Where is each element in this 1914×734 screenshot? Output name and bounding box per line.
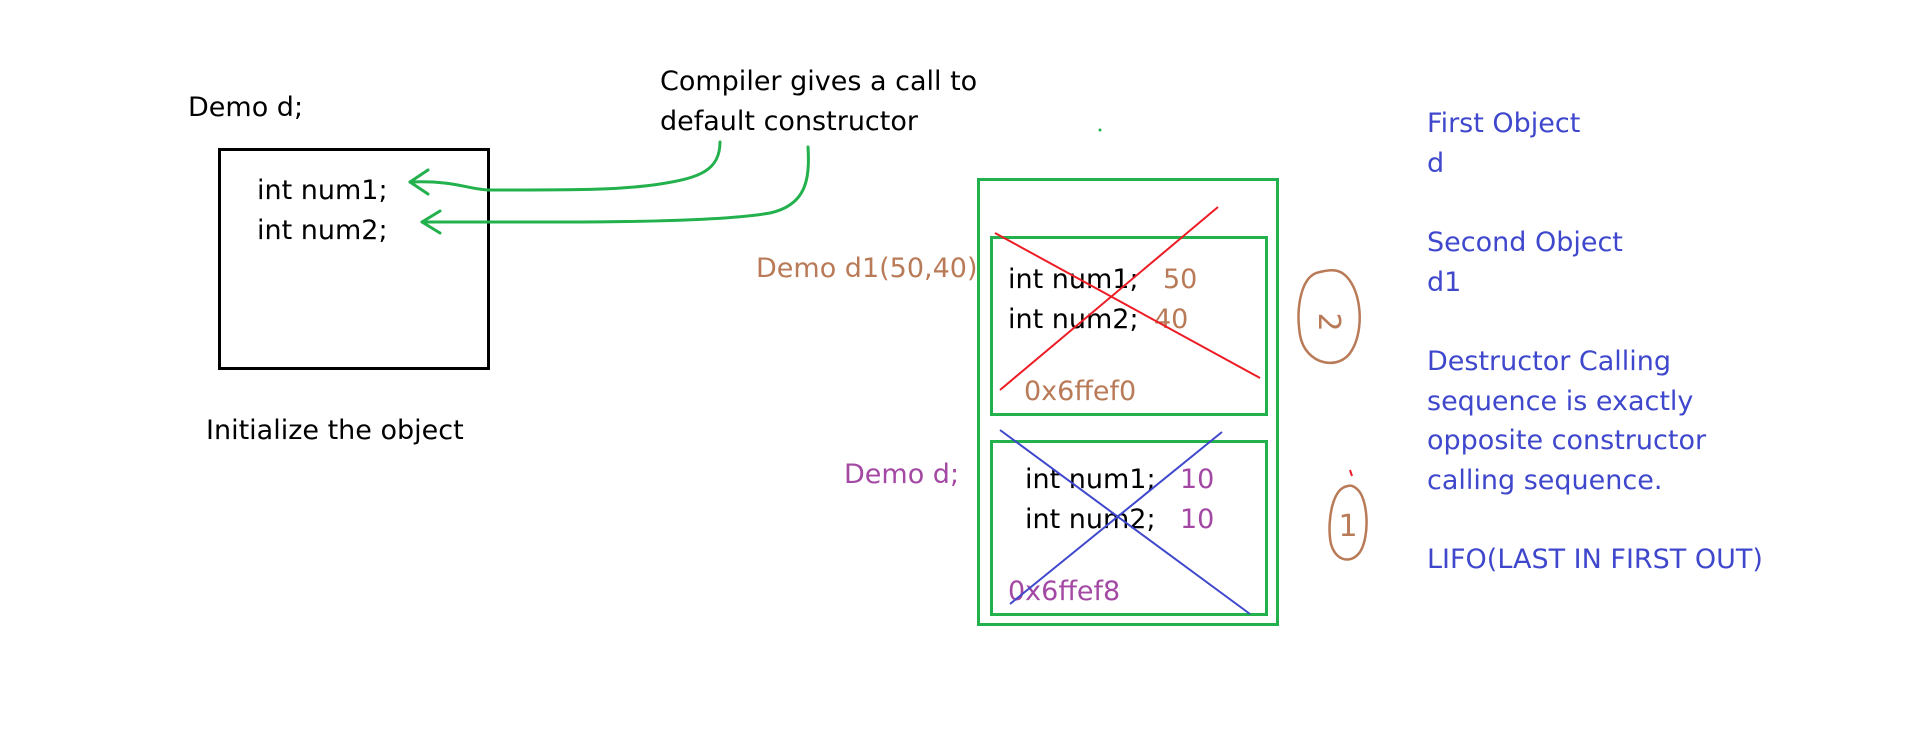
note-second-object-name: d1 bbox=[1427, 267, 1462, 298]
object-d1-field-num1: int num1; bbox=[1008, 264, 1139, 295]
left-object-box bbox=[218, 148, 490, 370]
order-mark-2-label: 2 bbox=[1311, 312, 1346, 331]
note-first-object-name: d bbox=[1427, 148, 1445, 179]
object-d1-declaration: Demo d1(50,40) bbox=[756, 253, 978, 284]
object-d-field-num2: int num2; bbox=[1025, 504, 1156, 535]
note-second-object-label: Second Object bbox=[1427, 227, 1623, 258]
note-first-object-label: First Object bbox=[1427, 108, 1581, 139]
left-declaration: Demo d; bbox=[188, 92, 304, 123]
object-d-field-num1: int num1; bbox=[1025, 464, 1156, 495]
cross-out-d bbox=[999, 429, 1251, 615]
order-mark-1-label: 1 bbox=[1338, 509, 1357, 544]
object-d-declaration: Demo d; bbox=[844, 459, 960, 490]
object-d1-box bbox=[990, 236, 1268, 416]
object-d-value-num1: 10 bbox=[1180, 464, 1215, 495]
object-d1-field-num2: int num2; bbox=[1008, 304, 1139, 335]
object-d-box bbox=[990, 440, 1268, 616]
object-d1-value-num1: 50 bbox=[1163, 264, 1198, 295]
cross-out-d1 bbox=[994, 206, 1261, 391]
arrow-to-num2 bbox=[420, 145, 810, 235]
compiler-note-line2: default constructor bbox=[660, 106, 918, 137]
object-d1-address: 0x6ffef0 bbox=[1024, 376, 1137, 407]
note-destructor-line2: sequence is exactly bbox=[1427, 386, 1694, 417]
left-field-num2: int num2; bbox=[257, 215, 388, 246]
left-field-num1: int num1; bbox=[257, 175, 388, 206]
object-d-value-num2: 10 bbox=[1180, 504, 1215, 535]
order-mark-1-circle bbox=[1328, 469, 1368, 561]
note-destructor-line1: Destructor Calling bbox=[1427, 346, 1672, 377]
stack-frame-box bbox=[977, 178, 1279, 626]
note-lifo: LIFO(LAST IN FIRST OUT) bbox=[1427, 544, 1763, 575]
compiler-note-line1: Compiler gives a call to bbox=[660, 66, 978, 97]
stray-dot bbox=[1098, 128, 1102, 132]
arrow-to-num1 bbox=[408, 140, 722, 196]
order-mark-2-circle bbox=[1297, 269, 1361, 365]
left-caption: Initialize the object bbox=[206, 415, 464, 446]
note-destructor-line4: calling sequence. bbox=[1427, 465, 1663, 496]
note-destructor-line3: opposite constructor bbox=[1427, 425, 1707, 456]
